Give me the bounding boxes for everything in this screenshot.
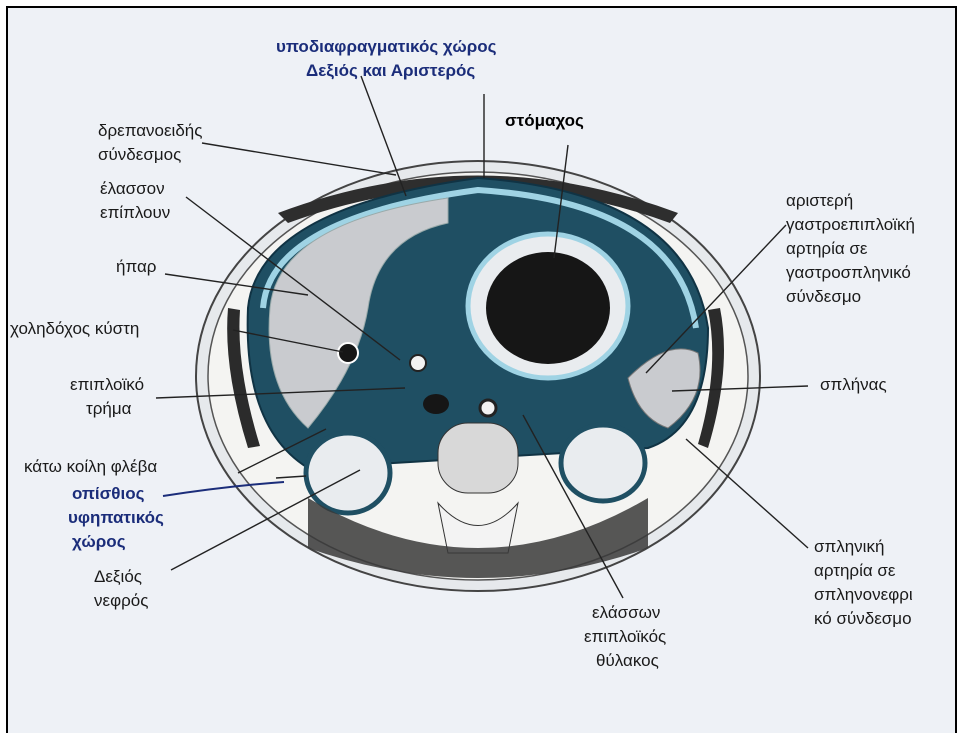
label-lesser-sac-2: επιπλοϊκός xyxy=(584,626,666,648)
label-lesser-omentum-2: επίπλουν xyxy=(100,202,170,224)
label-splenic-artery-1: σπληνική xyxy=(814,536,884,558)
label-right-kidney-2: νεφρός xyxy=(94,590,148,612)
ivc-vessel xyxy=(423,394,449,414)
label-ivc: κάτω κοίλη φλέβα xyxy=(24,456,157,478)
left-kidney xyxy=(561,425,645,501)
anatomy-cross-section xyxy=(8,8,955,733)
aorta xyxy=(480,400,496,416)
label-subphrenic-1: υποδιαφραγματικός χώρος xyxy=(276,36,496,58)
label-left-gastro-1: αριστερή xyxy=(786,190,853,212)
gallbladder-shape xyxy=(338,343,358,363)
label-stomach: στόμαχος xyxy=(505,110,584,132)
label-liver: ήπαρ xyxy=(116,256,156,278)
label-lesser-omentum-1: έλασσον xyxy=(100,178,165,200)
label-right-kidney-1: Δεξιός xyxy=(94,566,142,588)
label-spleen: σπλήνας xyxy=(820,374,887,396)
label-lesser-sac-1: ελάσσων xyxy=(592,602,660,624)
label-left-gastro-5: σύνδεσμο xyxy=(786,286,861,308)
label-lesser-sac-3: θύλακος xyxy=(596,650,659,672)
vertebral-body xyxy=(438,423,518,493)
label-splenic-artery-3: σπληνονεφρι xyxy=(814,584,913,606)
label-left-gastro-3: αρτηρία σε xyxy=(786,238,868,260)
label-left-gastro-2: γαστροεπιπλοϊκή xyxy=(786,214,915,236)
label-posterior-2: υφηπατικός xyxy=(68,507,164,529)
label-epiploic-foramen-1: επιπλοϊκό xyxy=(70,374,144,396)
portal-vessel xyxy=(410,355,426,371)
label-splenic-artery-4: κό σύνδεσμο xyxy=(814,608,912,630)
label-falciform-1: δρεπανοειδής xyxy=(98,120,202,142)
label-gallbladder: χοληδόχος κύστη xyxy=(10,318,139,340)
label-left-gastro-4: γαστροσπληνικό xyxy=(786,262,911,284)
label-splenic-artery-2: αρτηρία σε xyxy=(814,560,896,582)
label-posterior-3: χώρος xyxy=(72,531,126,553)
diagram-frame: υποδιαφραγματικός χώρος Δεξιός και Αριστ… xyxy=(6,6,957,733)
label-posterior-1: οπίσθιος xyxy=(72,483,144,505)
label-epiploic-foramen-2: τρήμα xyxy=(86,398,131,420)
stomach-lumen xyxy=(486,252,610,364)
right-kidney xyxy=(306,433,390,513)
label-falciform-2: σύνδεσμος xyxy=(98,144,181,166)
label-subphrenic-2: Δεξιός και Αριστερός xyxy=(306,60,475,82)
